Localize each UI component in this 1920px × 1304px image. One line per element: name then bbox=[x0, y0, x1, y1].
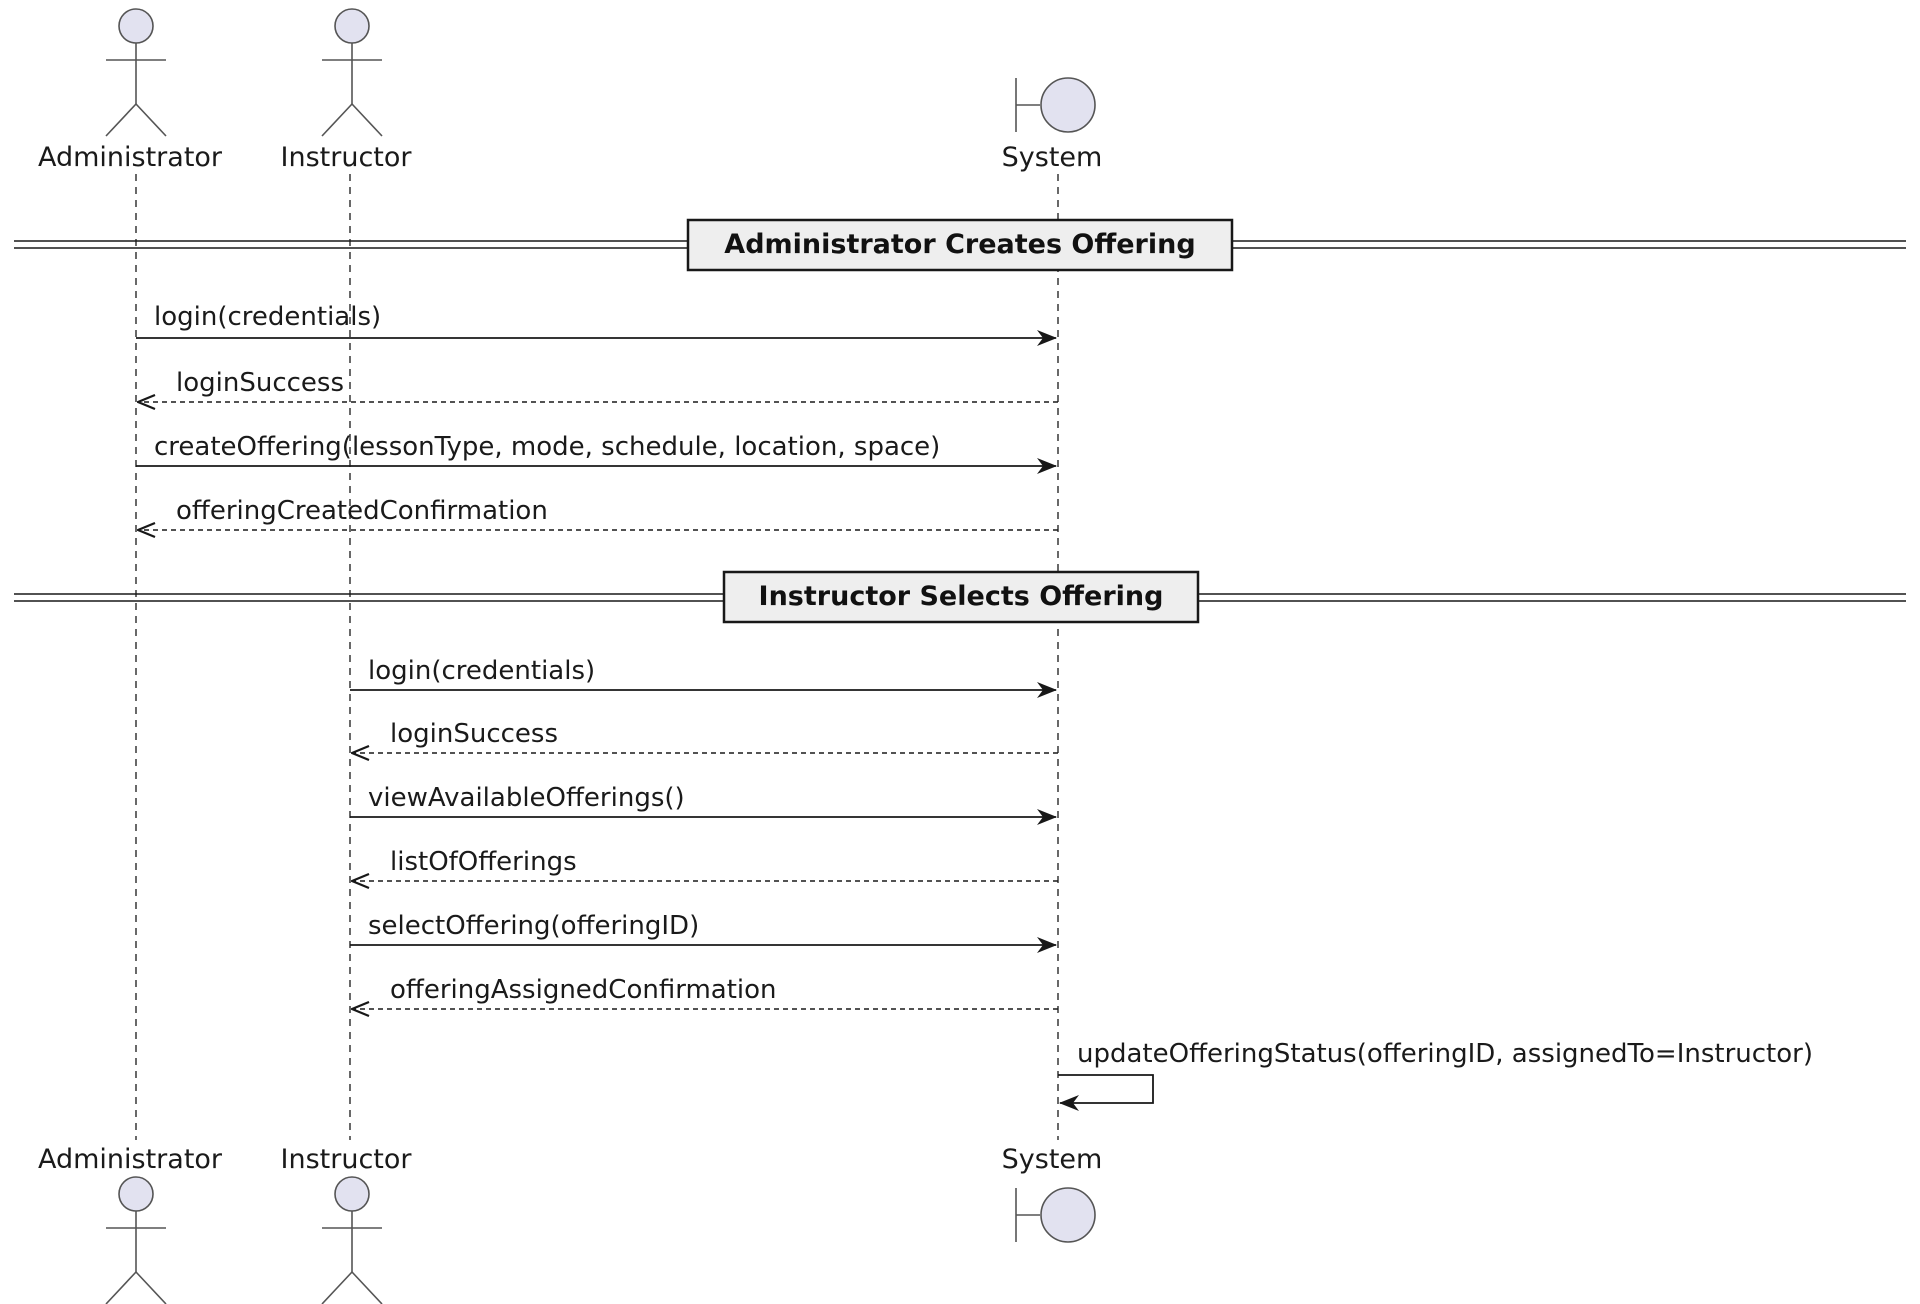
section-title: Instructor Selects Offering bbox=[759, 581, 1164, 612]
message-label: login(credentials) bbox=[154, 302, 381, 332]
actor-instructor-top: Instructor bbox=[281, 8, 413, 173]
boundary-icon bbox=[1015, 77, 1096, 133]
boundary-icon bbox=[1015, 1187, 1096, 1243]
message-label: createOffering(lessonType, mode, schedul… bbox=[154, 432, 940, 462]
actor-instructor-bottom: Instructor bbox=[281, 1144, 413, 1304]
message-label: loginSuccess bbox=[176, 368, 344, 398]
boundary-system-bottom: System bbox=[1002, 1144, 1103, 1243]
message-offering-assigned-confirmation: offeringAssignedConfirmation bbox=[352, 975, 1058, 1009]
lifelines bbox=[135, 174, 1059, 1140]
message-label: updateOfferingStatus(offeringID, assigne… bbox=[1077, 1039, 1813, 1069]
message-select-offering: selectOffering(offeringID) bbox=[350, 911, 1057, 953]
participant-label: Instructor bbox=[281, 1144, 413, 1175]
message-offering-created-confirmation: offeringCreatedConfirmation bbox=[138, 496, 1058, 530]
actor-icon bbox=[105, 1176, 167, 1304]
message-admin-login-success: loginSuccess bbox=[138, 368, 1058, 402]
participant-label: Administrator bbox=[38, 142, 223, 173]
participant-label: System bbox=[1002, 142, 1103, 173]
actor-administrator-bottom: Administrator bbox=[38, 1144, 223, 1304]
message-label: listOfOfferings bbox=[390, 847, 577, 877]
message-view-available-offerings: viewAvailableOfferings() bbox=[350, 783, 1057, 825]
message-instructor-login: login(credentials) bbox=[350, 656, 1057, 698]
message-admin-login: login(credentials) bbox=[136, 302, 1057, 346]
actor-icon bbox=[105, 8, 167, 137]
participants-bottom: Administrator Instructor System bbox=[38, 1144, 1102, 1304]
message-create-offering: createOffering(lessonType, mode, schedul… bbox=[136, 432, 1057, 474]
boundary-system-top: System bbox=[1002, 77, 1103, 173]
participants-top: Administrator Instructor System bbox=[38, 8, 1103, 173]
message-label: offeringCreatedConfirmation bbox=[176, 496, 548, 526]
message-label: loginSuccess bbox=[390, 719, 558, 749]
section-divider-2: Instructor Selects Offering bbox=[14, 570, 1906, 624]
participant-label: Administrator bbox=[38, 1144, 223, 1175]
actor-administrator-top: Administrator bbox=[38, 8, 223, 173]
messages: login(credentials) loginSuccess createOf… bbox=[136, 302, 1813, 1111]
message-list-of-offerings: listOfOfferings bbox=[352, 847, 1058, 881]
message-update-offering-status: updateOfferingStatus(offeringID, assigne… bbox=[1058, 1039, 1813, 1111]
section-divider-1: Administrator Creates Offering bbox=[14, 218, 1906, 272]
section-title: Administrator Creates Offering bbox=[724, 229, 1195, 260]
participant-label: Instructor bbox=[281, 142, 413, 173]
actor-icon bbox=[321, 1176, 383, 1304]
message-instructor-login-success: loginSuccess bbox=[352, 719, 1058, 753]
message-label: login(credentials) bbox=[368, 656, 595, 686]
message-label: selectOffering(offeringID) bbox=[368, 911, 699, 941]
message-label: offeringAssignedConfirmation bbox=[390, 975, 777, 1005]
message-label: viewAvailableOfferings() bbox=[368, 783, 685, 813]
actor-icon bbox=[321, 8, 383, 137]
participant-label: System bbox=[1002, 1144, 1103, 1175]
